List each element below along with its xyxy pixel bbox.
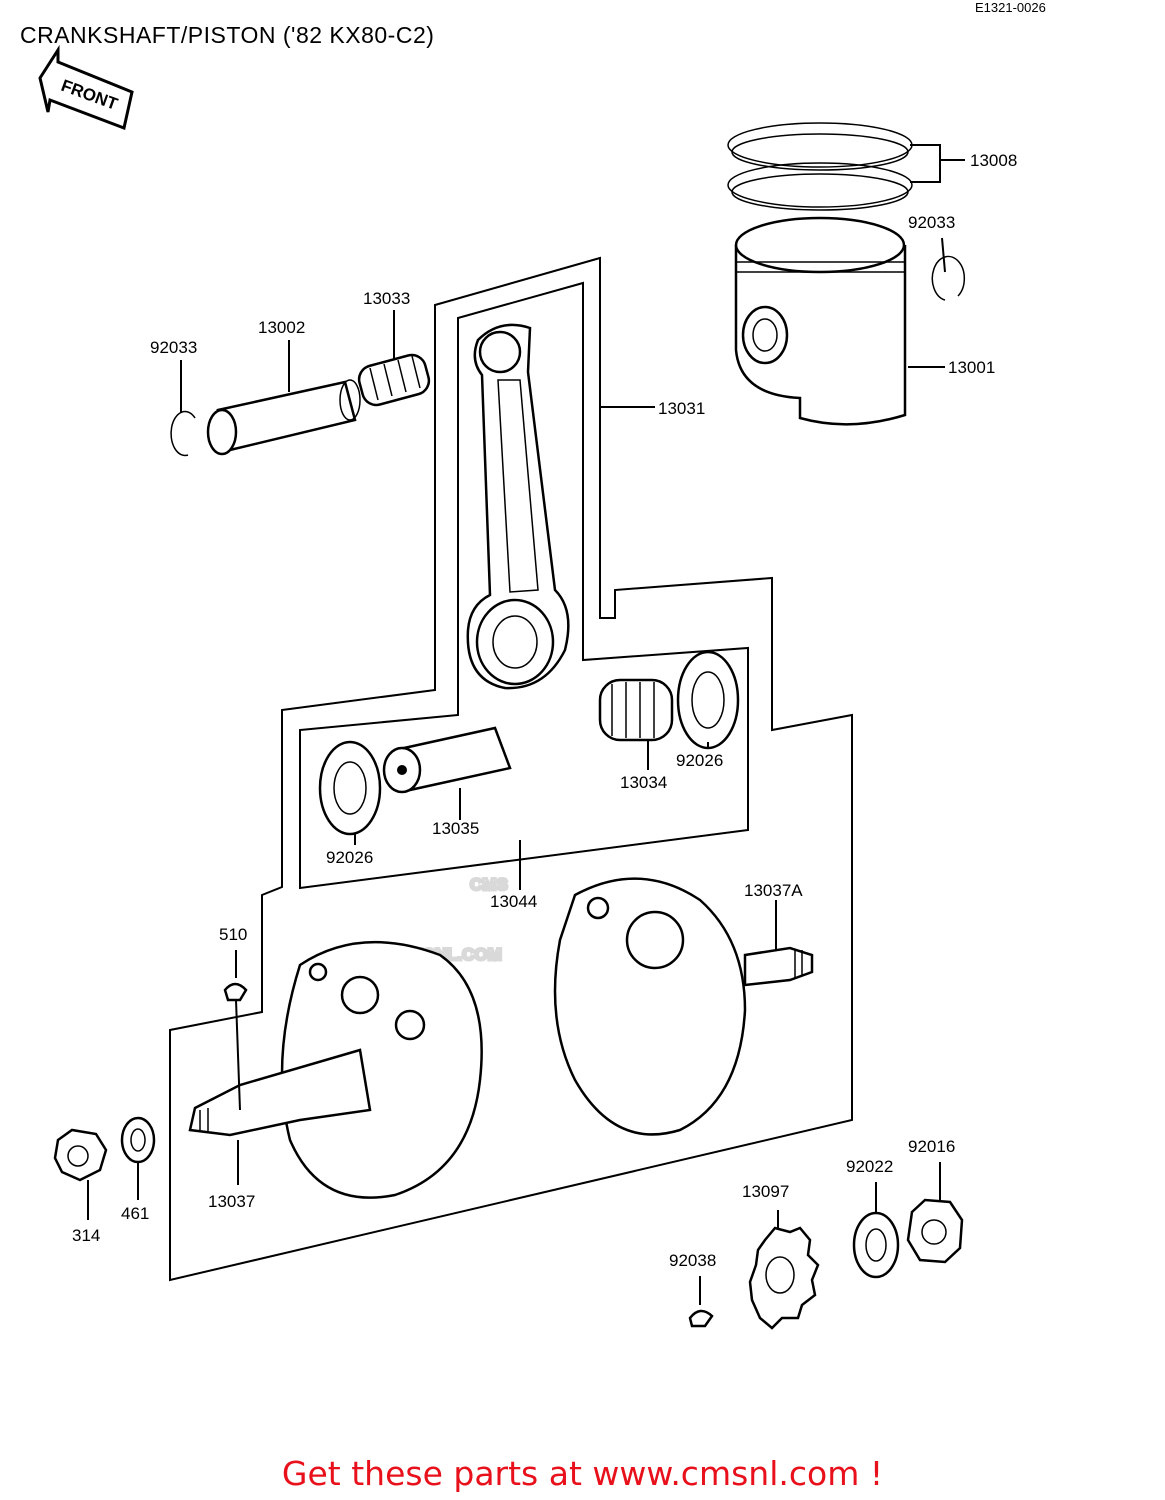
needle-bearing-icon [357, 353, 431, 407]
get-parts-banner: Get these parts at www.cmsnl.com ! [0, 1454, 1165, 1493]
watermark-brand: CMS [470, 875, 508, 894]
piston-icon [734, 216, 907, 426]
circlip-icon [931, 255, 966, 301]
woodruff-key-icon [223, 982, 248, 1002]
diagram-code: E1321-0026 [975, 0, 1046, 15]
exploded-parts-diagram: CMS WWW.CMSNL.COM FRONT [38, 44, 1017, 1330]
crank-flywheel-icon [188, 940, 483, 1199]
thrust-washer-icon [318, 740, 382, 836]
part-number-13035[interactable]: 13035 [432, 819, 479, 838]
part-number-13002[interactable]: 13002 [258, 318, 305, 337]
part-number-13097[interactable]: 13097 [742, 1182, 789, 1201]
thrust-washer-icon [676, 650, 740, 750]
part-number-92033-left[interactable]: 92033 [150, 338, 197, 357]
part-number-314[interactable]: 314 [72, 1226, 100, 1245]
part-number-13001[interactable]: 13001 [948, 358, 995, 377]
part-number-13008[interactable]: 13008 [970, 151, 1017, 170]
sprocket-icon [748, 1226, 820, 1330]
part-number-13044[interactable]: 13044 [490, 892, 537, 911]
lock-washer-icon [120, 1116, 156, 1164]
hex-nut-icon [53, 1128, 108, 1182]
part-number-13031[interactable]: 13031 [658, 399, 705, 418]
front-arrow-icon: FRONT [38, 44, 134, 131]
page-title: CRANKSHAFT/PISTON ('82 KX80-C2) [20, 22, 435, 48]
piston-ring-icon [727, 122, 913, 211]
part-number-92033-right[interactable]: 92033 [908, 213, 955, 232]
part-number-92038[interactable]: 92038 [669, 1251, 716, 1270]
part-number-13033[interactable]: 13033 [363, 289, 410, 308]
assembly-outline-13031 [169, 256, 853, 1282]
part-number-92016[interactable]: 92016 [908, 1137, 955, 1156]
part-number-510[interactable]: 510 [219, 925, 247, 944]
woodruff-key-icon [688, 1309, 714, 1328]
part-number-461[interactable]: 461 [121, 1204, 149, 1223]
part-number-13037[interactable]: 13037 [208, 1192, 255, 1211]
part-number-92026-right[interactable]: 92026 [676, 751, 723, 770]
part-number-13037A[interactable]: 13037A [744, 881, 803, 900]
get-parts-link[interactable]: Get these parts at www.cmsnl.com ! [281, 1454, 884, 1493]
part-number-13034[interactable]: 13034 [620, 773, 667, 792]
assembly-outline-13044 [299, 281, 749, 890]
circlip-icon [170, 410, 196, 457]
part-number-92022[interactable]: 92022 [846, 1157, 893, 1176]
needle-bearing-icon [598, 678, 674, 742]
lock-washer-icon [852, 1211, 900, 1279]
connecting-rod-icon [466, 323, 570, 690]
hex-nut-icon [906, 1198, 964, 1264]
leader-lines [87, 144, 965, 1305]
part-labels: 13008 92033 13001 13033 13002 92033 1303… [72, 151, 1017, 1270]
crank-flywheel-icon [553, 877, 814, 1136]
part-number-92026-left[interactable]: 92026 [326, 848, 373, 867]
piston-pin-icon [206, 379, 361, 456]
crank-pin-icon [382, 726, 512, 794]
